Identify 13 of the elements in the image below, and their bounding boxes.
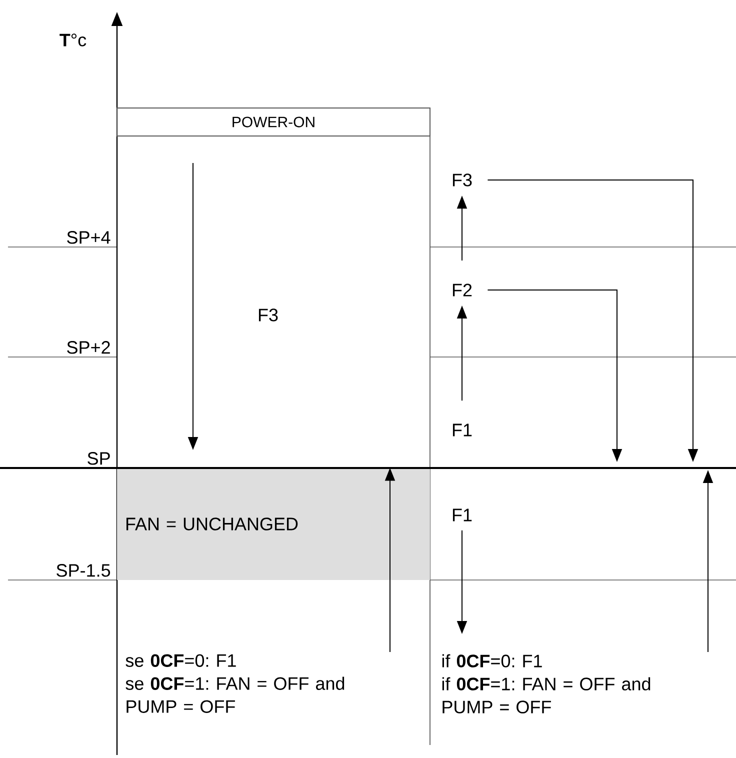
unchanged-band: FAN = UNCHANGED: [117, 468, 430, 580]
state-label: F1: [452, 508, 472, 522]
state-label: F2: [452, 284, 472, 296]
state-label: F3: [452, 174, 472, 186]
power-on-box: POWER-ON: [116, 108, 430, 136]
state-label: F1: [452, 424, 472, 436]
condition-text: if 0CF=0: F1 if 0CF=1: FAN = OFF and PUMP = OFF: [442, 654, 650, 714]
function-label: F3: [258, 308, 278, 322]
level-label: SP+4: [67, 231, 110, 244]
level-label: SP+2: [67, 341, 110, 354]
level-label: SP: [88, 452, 110, 465]
condition-text: se 0CF=0: F1 se 0CF=1: FAN = OFF and PUMP = OFF: [126, 654, 344, 713]
axis-label: T°c: [60, 34, 86, 46]
